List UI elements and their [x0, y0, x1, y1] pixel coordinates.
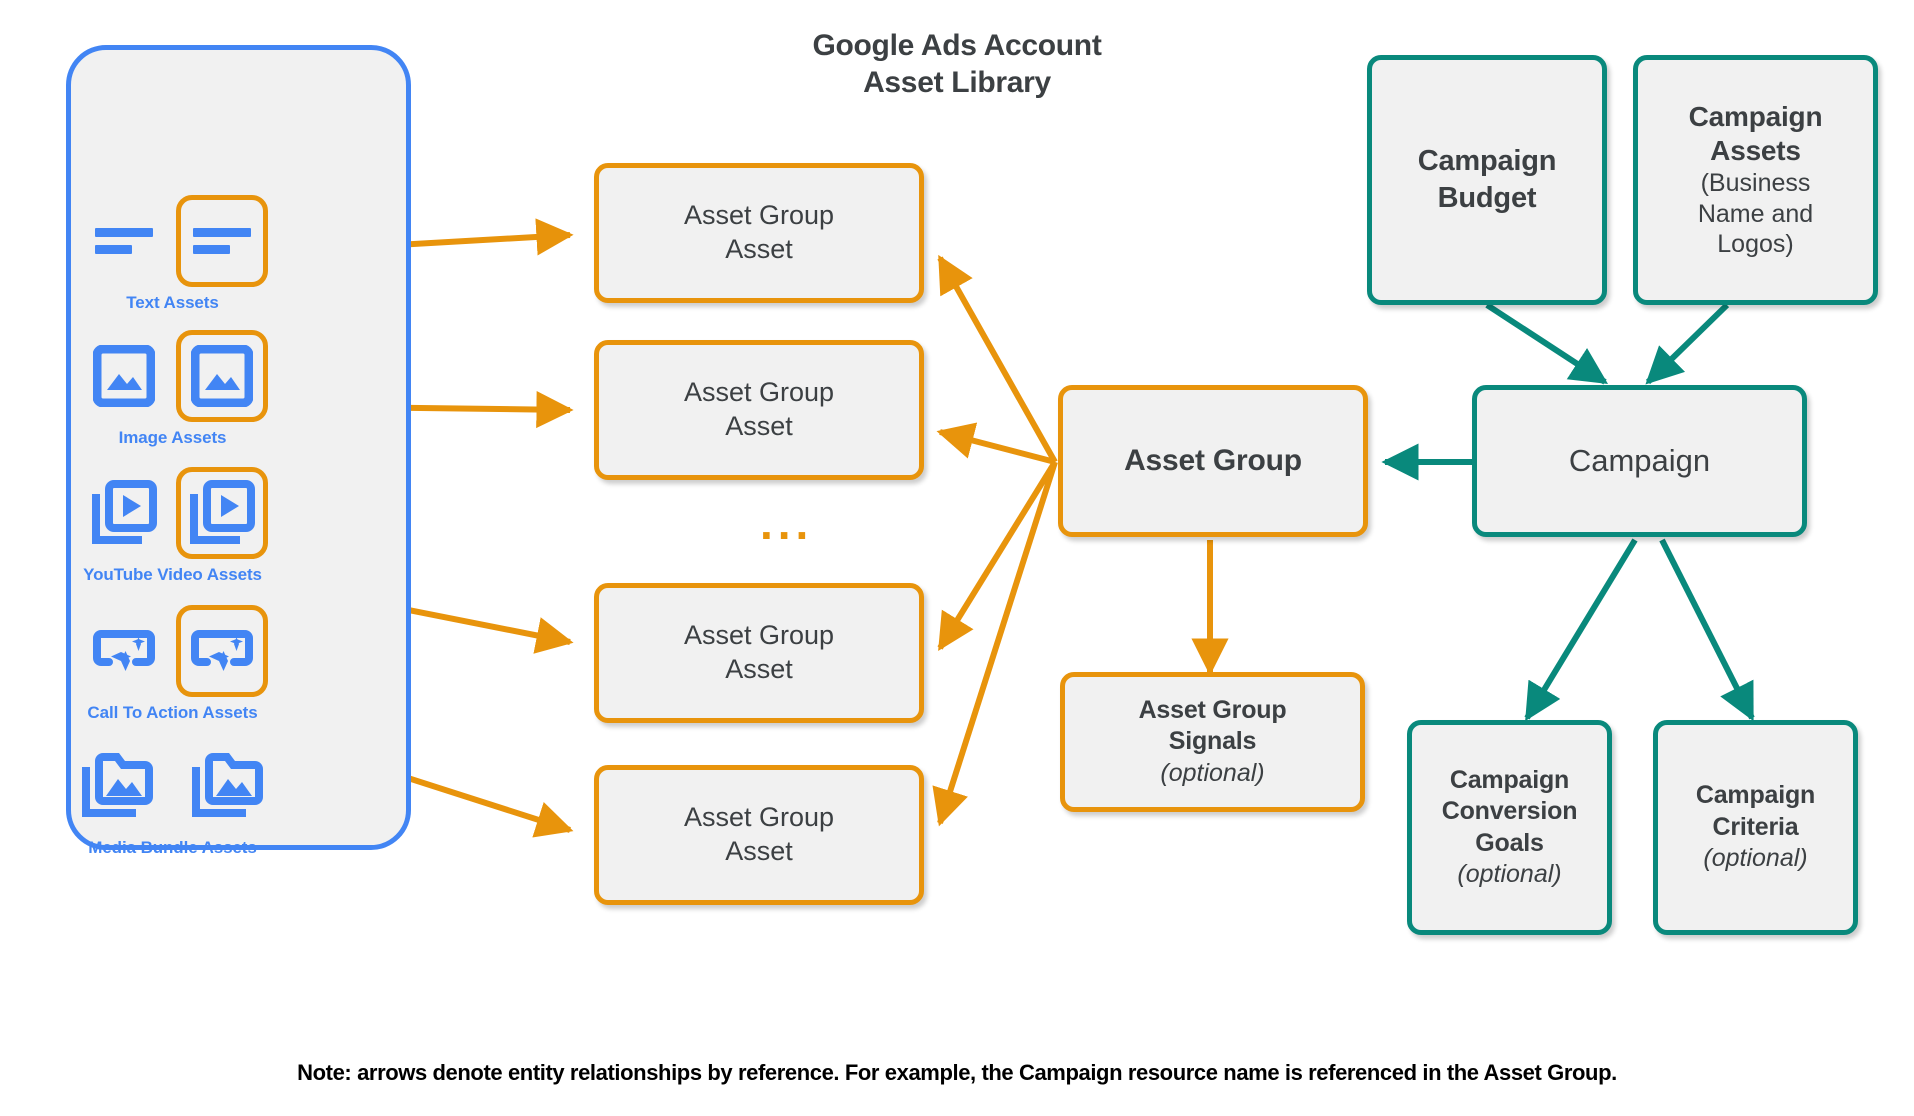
asset-group-asset-box-2[interactable]: Asset Group Asset [594, 340, 924, 480]
campaign-box[interactable]: Campaign [1472, 385, 1807, 537]
campaign-budget-line1: Campaign [1417, 144, 1557, 177]
campaign-assets-line2: Assets [1710, 135, 1801, 167]
asset-icon-group [0, 467, 345, 559]
asset-icon-group [0, 740, 345, 832]
campaign-conversion-goals-line1: Campaign [1449, 765, 1570, 794]
asset-group-asset-line1: Asset Group [683, 802, 835, 833]
asset-label-image: Image Assets [118, 428, 227, 447]
asset-icon-group [0, 330, 345, 422]
asset-row-text: Text Assets [0, 195, 345, 313]
ellipsis-indicator: ... [760, 497, 814, 549]
diagram-note: Note: arrows denote entity relationships… [297, 1060, 1617, 1085]
asset-group-asset-box-4[interactable]: Asset Group Asset [594, 765, 924, 905]
library-title-line1: Google Ads Account [812, 29, 1102, 62]
video-asset-icon-selected[interactable] [175, 467, 268, 559]
asset-label-cta: Call To Action Assets [87, 703, 258, 722]
image-asset-icon[interactable] [78, 330, 170, 422]
asset-group-asset-box-3[interactable]: Asset Group Asset [594, 583, 924, 723]
media-bundle-asset-icon-2[interactable] [182, 740, 274, 832]
asset-group-label: Asset Group [1124, 444, 1302, 477]
campaign-conversion-goals-line2: Conversion [1441, 797, 1578, 825]
asset-group-asset-line2: Asset [725, 836, 793, 866]
call-to-action-asset-icon[interactable] [78, 605, 170, 697]
asset-label-media-bundle: Media Bundle Assets [88, 838, 257, 857]
campaign-criteria-line2: Criteria [1712, 812, 1799, 841]
campaign-assets-sub3: Logos) [1717, 230, 1794, 259]
campaign-budget-line2: Budget [1437, 182, 1537, 214]
campaign-conversion-goals-box[interactable]: Campaign Conversion Goals (optional) [1407, 720, 1612, 935]
asset-row-image: Image Assets [0, 330, 345, 448]
campaign-conversion-goals-line3: Goals [1475, 828, 1544, 857]
text-asset-icon-selected[interactable] [175, 195, 268, 287]
text-asset-icon[interactable] [78, 195, 170, 287]
asset-icon-group [0, 605, 345, 697]
asset-row-video: YouTube Video Assets [0, 467, 345, 585]
asset-group-box[interactable]: Asset Group [1058, 385, 1368, 537]
asset-group-signals-line1: Asset Group [1138, 696, 1287, 725]
asset-group-asset-line2: Asset [725, 654, 793, 684]
library-title-line2: Asset Library [863, 65, 1051, 99]
image-asset-icon-selected[interactable] [175, 330, 268, 422]
asset-group-asset-line1: Asset Group [683, 377, 835, 408]
asset-label-video: YouTube Video Assets [83, 565, 262, 584]
campaign-criteria-box[interactable]: Campaign Criteria (optional) [1653, 720, 1858, 935]
asset-group-signals-line2: Signals [1168, 727, 1257, 756]
asset-group-asset-line2: Asset [725, 234, 793, 264]
asset-group-signals-optional: (optional) [1160, 758, 1265, 787]
campaign-budget-box[interactable]: Campaign Budget [1367, 55, 1607, 305]
asset-group-asset-line2: Asset [725, 411, 793, 441]
campaign-assets-line1: Campaign [1688, 101, 1823, 133]
call-to-action-asset-icon-selected[interactable] [175, 605, 268, 697]
asset-row-cta: Call To Action Assets [0, 605, 345, 723]
campaign-criteria-line1: Campaign [1695, 781, 1816, 810]
library-title: Google Ads Account Asset Library [0, 28, 1914, 101]
asset-group-signals-box[interactable]: Asset Group Signals (optional) [1060, 672, 1365, 812]
campaign-criteria-optional: (optional) [1703, 844, 1808, 873]
campaign-assets-sub2: Name and [1697, 199, 1814, 228]
campaign-assets-box[interactable]: Campaign Assets (Business Name and Logos… [1633, 55, 1878, 305]
campaign-conversion-goals-optional: (optional) [1457, 860, 1562, 888]
asset-label-text: Text Assets [126, 293, 219, 312]
media-bundle-asset-icon[interactable] [72, 740, 164, 832]
asset-group-asset-line1: Asset Group [683, 200, 835, 231]
video-asset-icon[interactable] [78, 467, 170, 559]
campaign-assets-sub1: (Business [1700, 169, 1811, 198]
asset-library-panel [66, 45, 411, 850]
asset-icon-group [0, 195, 345, 287]
asset-row-media-bundle: Media Bundle Assets [0, 740, 345, 858]
asset-group-asset-line1: Asset Group [683, 620, 835, 651]
campaign-label: Campaign [1568, 443, 1711, 478]
asset-group-asset-box-1[interactable]: Asset Group Asset [594, 163, 924, 303]
